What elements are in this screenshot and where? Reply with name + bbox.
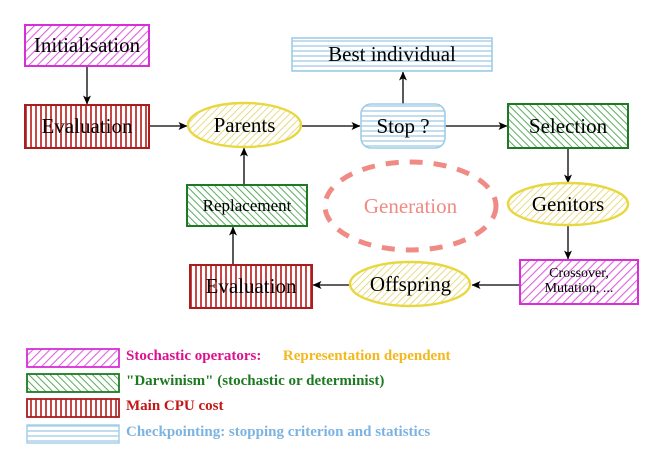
legend-swatch-blue-horizontal [26, 424, 120, 444]
node-best-individual[interactable] [291, 37, 493, 72]
legend-label-stochastic-operators: Stochastic operators: [126, 348, 262, 364]
node-offspring[interactable] [348, 260, 472, 308]
node-evaluation-top[interactable] [24, 104, 150, 149]
legend-swatch-red-vertical [26, 398, 120, 418]
node-selection[interactable] [507, 103, 629, 149]
legend-label-checkpointing: Checkpointing: stopping criterion and st… [126, 424, 431, 440]
node-replacement[interactable] [186, 184, 308, 227]
legend-label-main-cpu-cost: Main CPU cost [126, 398, 224, 414]
legend-label-representation-dependent: Representation dependent [282, 348, 451, 364]
node-genitors[interactable] [506, 181, 630, 227]
node-evaluation-bottom[interactable] [189, 264, 313, 309]
node-generation [322, 159, 499, 253]
node-parents[interactable] [186, 101, 303, 149]
node-initialisation[interactable] [24, 24, 150, 67]
legend-label-darwinism: "Darwinism" (stochastic or determinist) [126, 373, 385, 389]
node-label-generation: Generation [363, 193, 458, 218]
node-stop[interactable] [360, 103, 446, 149]
legend-swatch-magenta-diagonal [26, 348, 120, 368]
legend-row-stochastic-operators: Stochastic operators: Representation dep… [126, 348, 451, 365]
node-crossover-mutation[interactable] [519, 259, 639, 305]
legend-swatch-green-diagonal [26, 373, 120, 393]
